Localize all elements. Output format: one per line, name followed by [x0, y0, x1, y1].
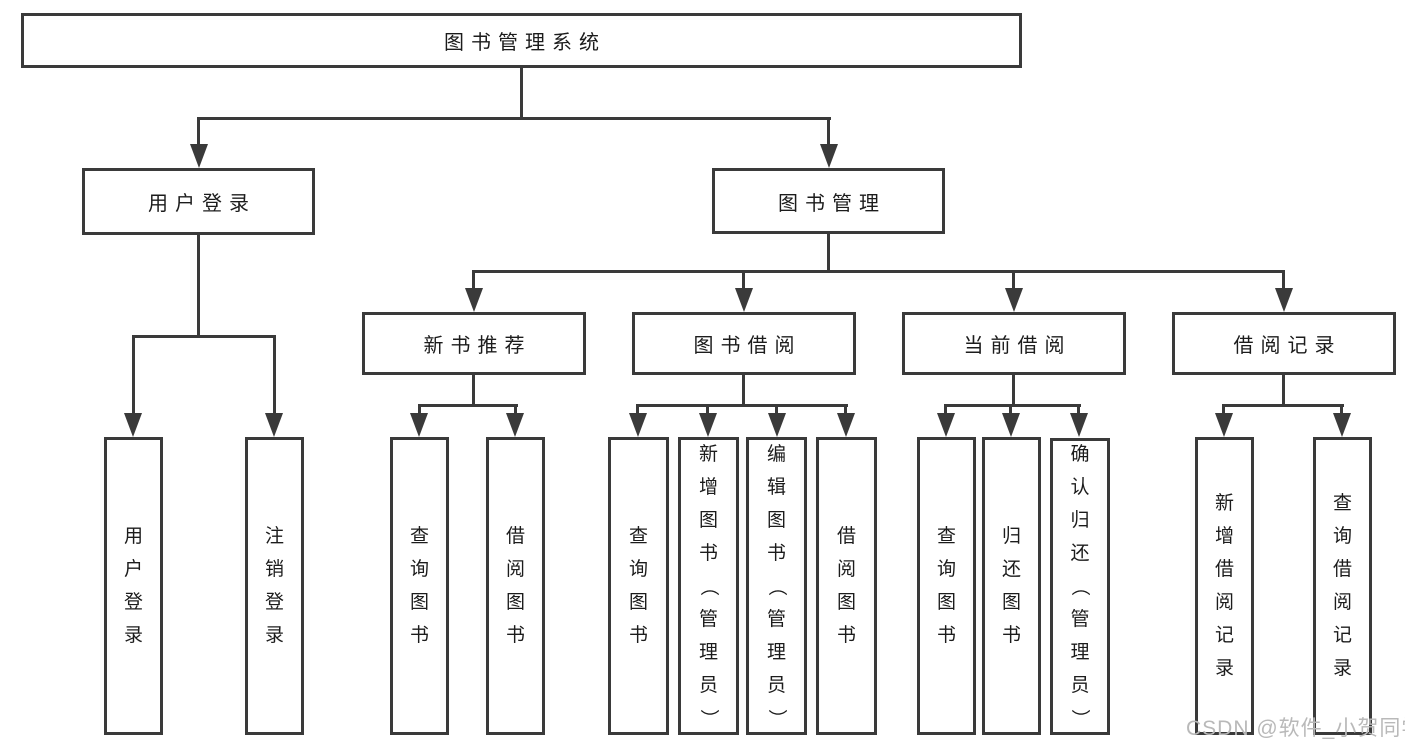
- connector-line: [1012, 375, 1015, 407]
- arrow-down-icon: [629, 413, 647, 437]
- connector-line: [827, 119, 830, 147]
- connector-line: [1009, 406, 1012, 416]
- connector-line: [706, 406, 709, 416]
- arrow-down-icon: [937, 413, 955, 437]
- arrow-down-icon: [699, 413, 717, 437]
- connector-line: [520, 67, 523, 118]
- node-user-login: 用户登录: [82, 168, 315, 235]
- connector-line: [132, 337, 135, 415]
- arrow-down-icon: [190, 144, 208, 168]
- connector-line: [1282, 375, 1285, 407]
- arrow-down-icon: [1002, 413, 1020, 437]
- connector-line: [197, 235, 200, 338]
- node-root: 图书管理系统: [21, 13, 1022, 68]
- connector-line: [514, 406, 517, 416]
- leaf-query-books-1: 查询图书: [390, 437, 449, 735]
- connector-line: [273, 337, 276, 415]
- arrow-down-icon: [1215, 413, 1233, 437]
- leaf-edit-books-admin: 编辑图书（管理员）: [746, 437, 807, 735]
- arrow-down-icon: [820, 144, 838, 168]
- arrow-down-icon: [837, 413, 855, 437]
- arrow-down-icon: [1275, 288, 1293, 312]
- connector-line: [1077, 406, 1080, 416]
- connector-line: [1222, 404, 1344, 407]
- connector-line: [132, 335, 276, 338]
- connector-line: [827, 234, 830, 273]
- arrow-down-icon: [265, 413, 283, 437]
- node-book-borrow-label: 图书借阅: [693, 335, 802, 357]
- connector-line: [197, 117, 831, 120]
- node-user-login-label: 用户登录: [148, 193, 256, 215]
- node-borrow-records-label: 借阅记录: [1233, 335, 1342, 357]
- node-new-book-recommend-label: 新书推荐: [423, 335, 532, 357]
- arrow-down-icon: [465, 288, 483, 312]
- connector-line: [944, 404, 1081, 407]
- arrow-down-icon: [124, 413, 142, 437]
- leaf-query-books-3: 查询图书: [917, 437, 976, 735]
- leaf-logout: 注销登录: [245, 437, 304, 735]
- node-borrow-records: 借阅记录: [1172, 312, 1396, 375]
- connector-line: [1012, 272, 1015, 290]
- connector-line: [1282, 272, 1285, 290]
- arrow-down-icon: [410, 413, 428, 437]
- arrow-down-icon: [506, 413, 524, 437]
- connector-line: [472, 375, 475, 407]
- arrow-down-icon: [1333, 413, 1351, 437]
- leaf-add-borrow-record: 新增借阅记录: [1195, 437, 1254, 735]
- node-book-management-label: 图书管理: [778, 192, 886, 215]
- arrow-down-icon: [1005, 288, 1023, 312]
- connector-line: [636, 404, 848, 407]
- connector-line: [418, 404, 518, 407]
- leaf-borrow-books-1: 借阅图书: [486, 437, 545, 735]
- connector-line: [636, 406, 639, 416]
- connector-line: [1222, 406, 1225, 416]
- connector-line: [844, 406, 847, 416]
- connector-line: [775, 406, 778, 416]
- arrow-down-icon: [735, 288, 753, 312]
- leaf-query-borrow-record: 查询借阅记录: [1313, 437, 1372, 735]
- arrow-down-icon: [1070, 413, 1088, 437]
- node-book-management: 图书管理: [712, 168, 945, 234]
- node-new-book-recommend: 新书推荐: [362, 312, 586, 375]
- connector-line: [1340, 406, 1343, 416]
- node-book-borrow: 图书借阅: [632, 312, 856, 375]
- leaf-return-books: 归还图书: [982, 437, 1041, 735]
- connector-line: [197, 119, 200, 147]
- leaf-query-books-2: 查询图书: [608, 437, 669, 735]
- connector-line: [472, 272, 475, 290]
- leaf-user-login: 用户登录: [104, 437, 163, 735]
- node-current-borrow-label: 当前借阅: [963, 335, 1072, 357]
- csdn-watermark: CSDN @软件_小贺同学: [1186, 717, 1405, 740]
- leaf-add-books-admin: 新增图书（管理员）: [678, 437, 739, 735]
- connector-line: [472, 270, 1285, 273]
- node-current-borrow: 当前借阅: [902, 312, 1126, 375]
- node-root-label: 图书管理系统: [444, 32, 606, 54]
- leaf-borrow-books-2: 借阅图书: [816, 437, 877, 735]
- connector-line: [944, 406, 947, 416]
- connector-line: [742, 272, 745, 290]
- connector-line: [418, 406, 421, 416]
- arrow-down-icon: [768, 413, 786, 437]
- connector-line: [742, 375, 745, 407]
- leaf-confirm-return: 确认归还（管理员）: [1050, 438, 1110, 735]
